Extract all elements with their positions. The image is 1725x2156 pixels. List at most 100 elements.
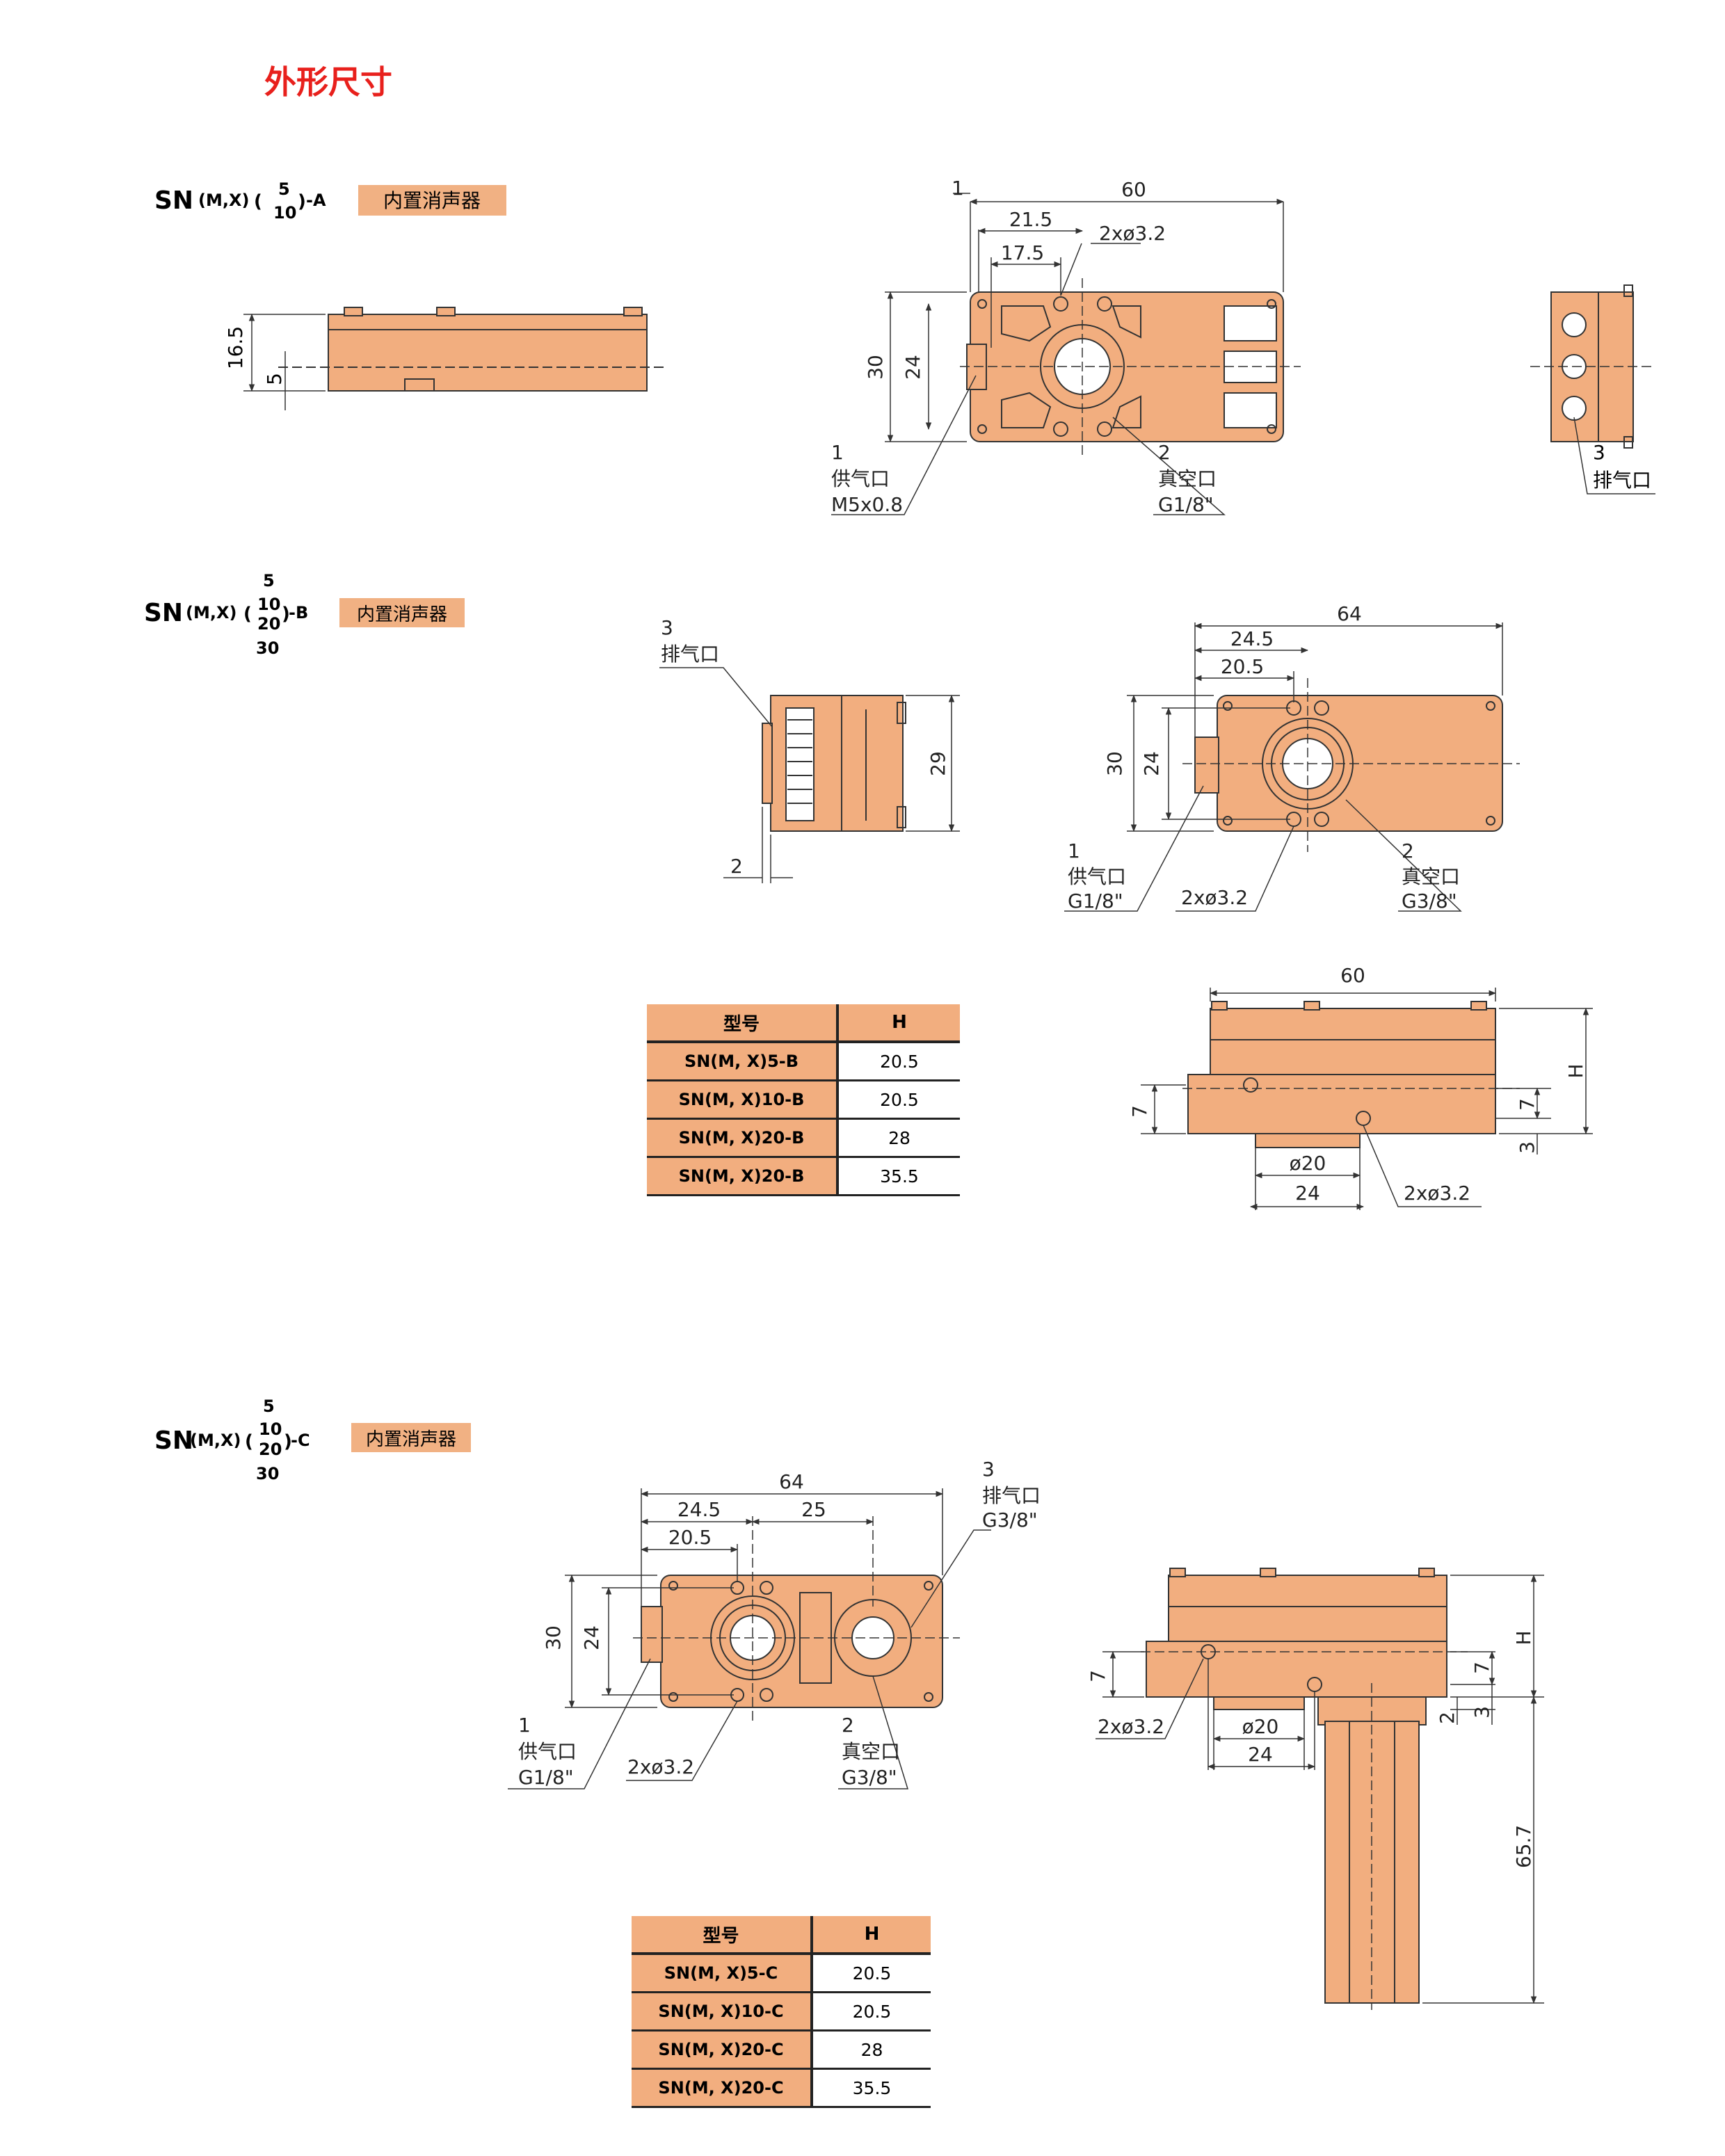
svg-text:内置消声器: 内置消声器 (383, 189, 481, 212)
svg-text:H: H (1564, 1063, 1587, 1078)
svg-text:20: 20 (259, 1440, 282, 1459)
svg-text:21.5: 21.5 (1009, 208, 1052, 231)
svg-text:G1/8": G1/8" (1158, 493, 1214, 516)
svg-text:-C: -C (291, 1431, 310, 1450)
table-cell-model: SN(M, X)10-C (632, 1992, 813, 2032)
svg-text:30: 30 (256, 638, 279, 658)
svg-text:真空口: 真空口 (842, 1740, 900, 1763)
dim-5: 5 (263, 373, 286, 385)
svg-text:2xø3.2: 2xø3.2 (1181, 886, 1248, 909)
section-a-top-view (831, 193, 1301, 515)
table-header-model: 型号 (632, 1916, 813, 1955)
svg-text:G1/8": G1/8" (1068, 890, 1123, 912)
section-a-side-view (243, 307, 668, 410)
table-cell-model: SN(M, X)10-B (647, 1080, 839, 1120)
svg-text:-A: -A (306, 191, 326, 210)
table-row: SN(M, X)5-B 20.5 (647, 1042, 960, 1081)
table-row: SN(M, X)20-C 35.5 (632, 2068, 931, 2108)
table-cell-h: 28 (837, 1118, 960, 1158)
table-cell-h: 20.5 (837, 1080, 960, 1120)
svg-text:(M,X): (M,X) (186, 603, 236, 622)
svg-text:供气口: 供气口 (1068, 865, 1126, 888)
svg-text:1: 1 (952, 177, 964, 200)
table-cell-model: SN(M, X)20-B (647, 1157, 839, 1196)
svg-text:H: H (1512, 1630, 1535, 1645)
svg-text:20.5: 20.5 (668, 1526, 712, 1549)
section-a-top-dims: 60 1 21.5 17.5 2xø3.2 30 24 1 供气口 M5x0.8… (831, 177, 1217, 516)
svg-text:(: ( (254, 191, 262, 212)
svg-text:SN: SN (154, 1426, 193, 1455)
svg-text:排气口: 排气口 (982, 1484, 1041, 1507)
svg-text:24: 24 (1248, 1743, 1273, 1766)
svg-text:5: 5 (263, 571, 275, 590)
section-b-top-dims: 64 24.5 20.5 30 24 1 供气口 G1/8" 2xø3.2 2 … (1068, 602, 1460, 912)
svg-text:7: 7 (1470, 1662, 1493, 1674)
svg-text:(: ( (243, 604, 252, 625)
svg-text:1: 1 (831, 441, 844, 464)
table-cell-model: SN(M, X)20-C (632, 2068, 813, 2108)
svg-text:(M,X): (M,X) (190, 1431, 241, 1450)
port3-name-a: 排气口 (1593, 469, 1651, 492)
svg-text:2: 2 (1158, 441, 1171, 464)
svg-text:17.5: 17.5 (1001, 241, 1044, 264)
svg-text:): ) (298, 191, 306, 212)
svg-text:24: 24 (901, 355, 924, 380)
svg-text:24: 24 (1140, 751, 1163, 776)
svg-text:G3/8": G3/8" (982, 1509, 1038, 1531)
section-c-tag: 内置消声器 (351, 1423, 471, 1452)
table-cell-h: 20.5 (812, 1954, 931, 1993)
svg-text:): ) (284, 1431, 292, 1452)
svg-text:真空口: 真空口 (1158, 467, 1217, 490)
table-cell-model: SN(M, X)5-B (647, 1042, 839, 1081)
svg-text:2xø3.2: 2xø3.2 (1404, 1182, 1470, 1205)
section-a-tag: 内置消声器 (358, 185, 506, 216)
section-a-model-code: SN (M,X) ( 5 10 ) -A (154, 179, 326, 223)
svg-text:7: 7 (1128, 1105, 1151, 1118)
svg-text:30: 30 (1103, 751, 1126, 776)
table-cell-model: SN(M, X)20-C (632, 2030, 813, 2070)
section-b-front-dims: 60 H 7 7 3 ø20 24 2xø3.2 (1128, 964, 1587, 1205)
section-b-model-code: SN (M,X) 5 ( 10 20 ) -B 30 (144, 571, 308, 658)
svg-text:30: 30 (256, 1464, 279, 1483)
svg-text:60: 60 (1340, 964, 1365, 987)
svg-text:30: 30 (542, 1625, 565, 1650)
svg-text:24: 24 (1295, 1182, 1320, 1205)
svg-text:64: 64 (779, 1470, 804, 1493)
svg-text:3: 3 (661, 616, 673, 639)
table-row: SN(M, X)10-B 20.5 (647, 1080, 960, 1120)
svg-text:5: 5 (278, 179, 290, 199)
dim-16-5: 16.5 (224, 326, 247, 369)
svg-text:内置消声器: 内置消声器 (357, 604, 447, 625)
svg-text:10: 10 (273, 203, 296, 223)
table-cell-model: SN(M, X)5-C (632, 1954, 813, 1993)
svg-text:7: 7 (1516, 1098, 1539, 1111)
svg-text:G3/8": G3/8" (1402, 890, 1457, 912)
table-cell-h: 28 (812, 2030, 931, 2070)
section-c-top-view (508, 1488, 991, 1789)
section-c-model-code: SN (M,X) 5 ( 10 20 ) -C 30 (154, 1397, 310, 1483)
svg-text:29: 29 (926, 751, 949, 776)
svg-text:1: 1 (518, 1714, 531, 1737)
svg-text:2: 2 (730, 855, 743, 878)
table-header-model: 型号 (647, 1004, 839, 1043)
table-row: SN(M, X)5-C 20.5 (632, 1954, 931, 1993)
section-c-front-dims: 7 H 7 2 3 2xø3.2 ø20 24 65.7 (1086, 1630, 1535, 1868)
svg-text:3: 3 (982, 1458, 995, 1481)
svg-text:SN: SN (144, 599, 183, 627)
table-row: SN(M, X)20-B 35.5 (647, 1157, 960, 1196)
svg-text:24: 24 (580, 1625, 603, 1650)
svg-text:G1/8": G1/8" (518, 1766, 574, 1789)
svg-text:2: 2 (842, 1714, 854, 1737)
table-header-h: H (812, 1916, 931, 1955)
section-b-end-view (659, 667, 960, 883)
table-cell-h: 20.5 (812, 1992, 931, 2032)
section-b-front-view (1141, 988, 1593, 1210)
section-c-top-dims: 64 24.5 25 20.5 30 24 3 排气口 G3/8" 1 供气口 … (518, 1458, 1041, 1789)
section-b-top-view (1064, 622, 1520, 912)
table-row: SN(M, X)20-C 28 (632, 2030, 931, 2070)
table-cell-model: SN(M, X)20-B (647, 1118, 839, 1158)
svg-text:G3/8": G3/8" (842, 1766, 897, 1789)
svg-text:内置消声器: 内置消声器 (366, 1429, 456, 1450)
table-row: SN(M, X)20-B 28 (647, 1118, 960, 1158)
